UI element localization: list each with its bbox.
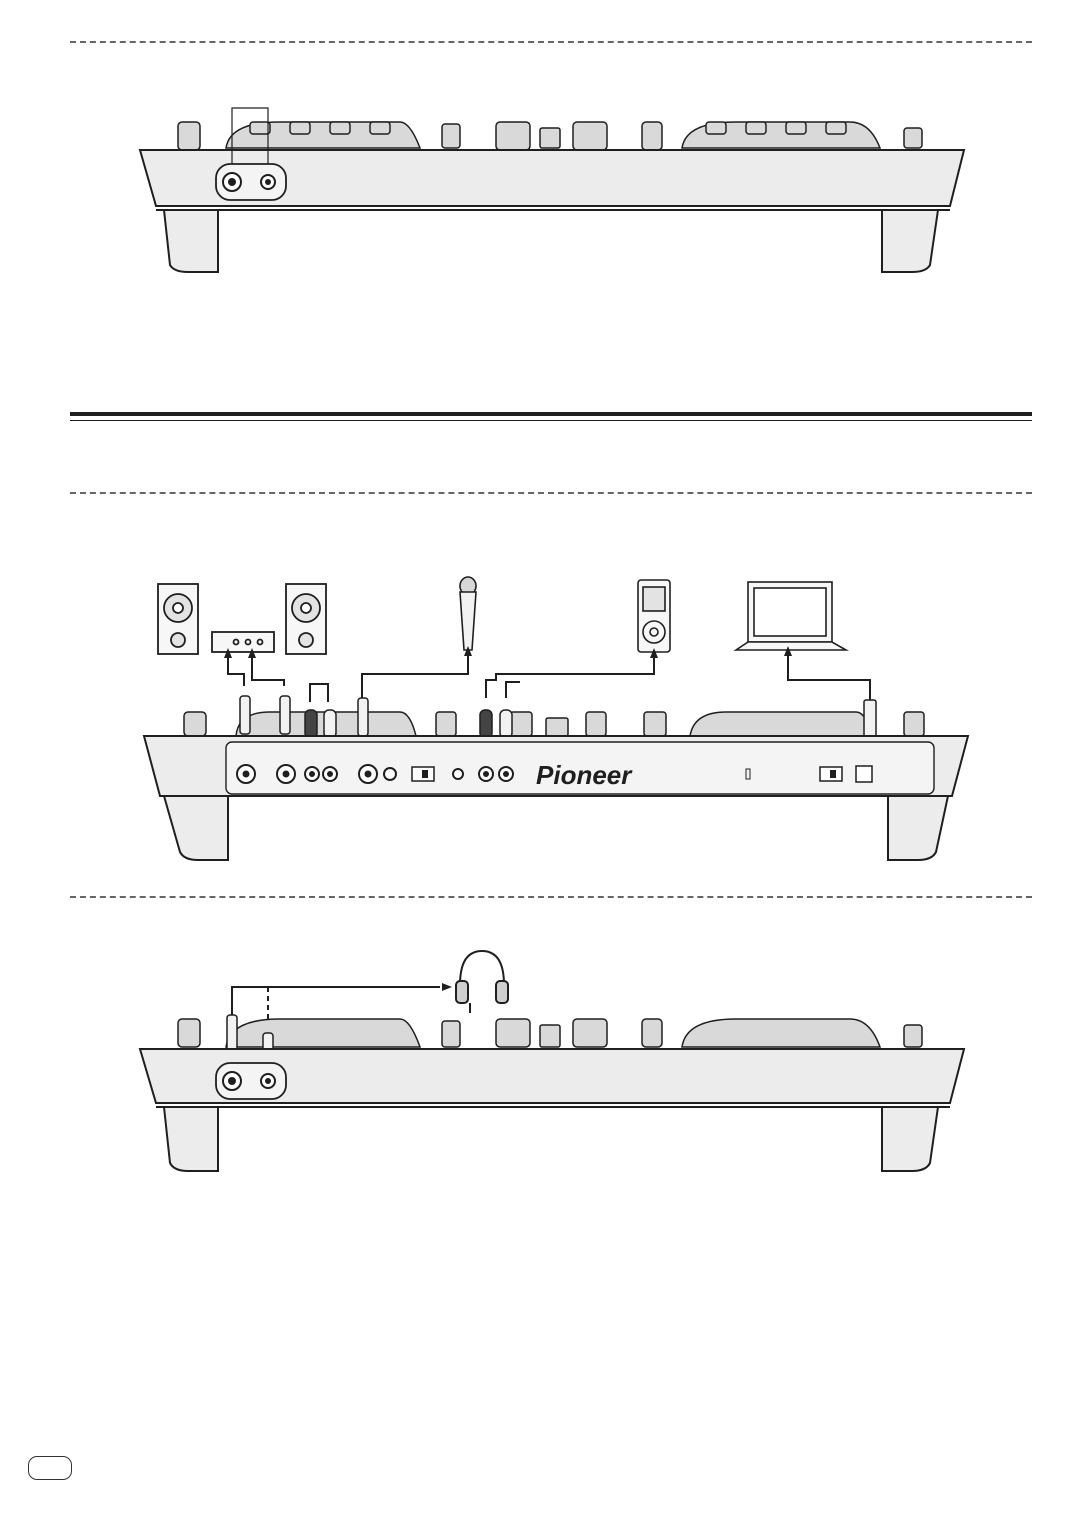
plug [239, 695, 251, 735]
page-language-tab [28, 1456, 72, 1480]
knob [177, 121, 201, 151]
heading-rule-thick [70, 412, 1032, 416]
front-panel-illustration [138, 107, 966, 273]
headphones-connection-illustration [138, 949, 966, 1172]
amplifier [211, 631, 275, 653]
section-divider-bottom [70, 896, 1032, 898]
brand-logo: Pioneer [536, 760, 633, 790]
rear-panel-connection-illustration: Pioneer [142, 576, 970, 861]
microphone [459, 576, 477, 651]
laptop-computer [733, 581, 850, 651]
portable-player [637, 579, 671, 653]
section-divider-top [70, 41, 1032, 43]
headphones [455, 949, 509, 1013]
heading-rule-thin [70, 420, 1032, 421]
section-divider-middle [70, 492, 1032, 494]
rear-panel [225, 741, 935, 795]
